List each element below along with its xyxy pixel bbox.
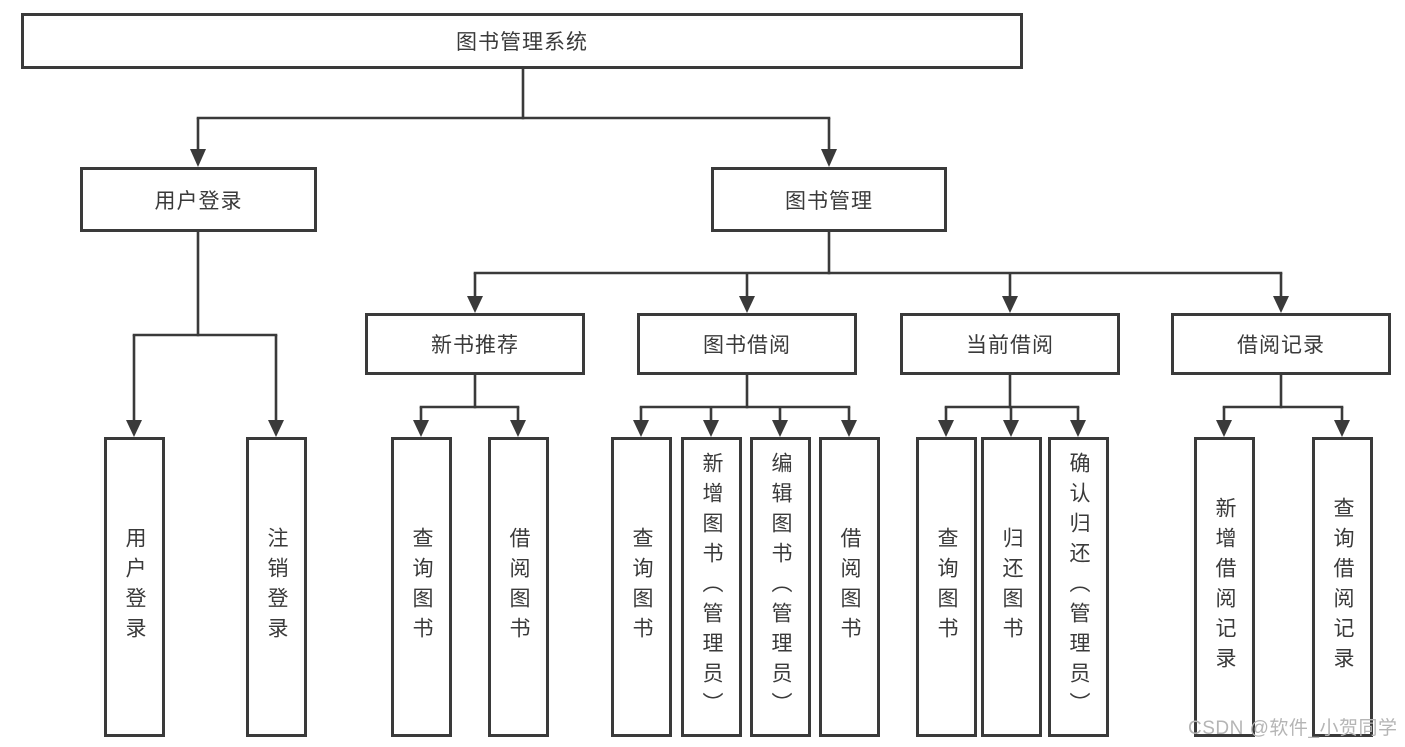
node-library-system-root: 图书管理系统 [21, 13, 1023, 69]
node-label: 归还图书 [1000, 527, 1023, 647]
leaf-return-books: 归还图书 [981, 437, 1042, 737]
leaf-user-login: 用户登录 [104, 437, 165, 737]
leaf-edit-books-admin: 编辑图书（管理员） [750, 437, 811, 737]
node-label: 新增图书（管理员） [700, 452, 723, 722]
node-label: 新增借阅记录 [1213, 497, 1236, 677]
node-label: 借阅图书 [838, 527, 861, 647]
node-label: 查询图书 [410, 527, 433, 647]
leaf-query-books-recommend: 查询图书 [391, 437, 452, 737]
leaf-query-books-current: 查询图书 [916, 437, 977, 737]
node-label: 图书管理系统 [456, 31, 588, 54]
node-label: 用户登录 [154, 189, 243, 213]
leaf-logout-login: 注销登录 [246, 437, 307, 737]
node-label: 注销登录 [265, 527, 288, 647]
node-label: 确认归还（管理员） [1067, 452, 1090, 722]
node-label: 查询图书 [630, 527, 653, 647]
node-borrow-record: 借阅记录 [1171, 313, 1391, 375]
node-label: 新书推荐 [431, 334, 519, 357]
node-current-borrow: 当前借阅 [900, 313, 1120, 375]
node-label: 编辑图书（管理员） [769, 452, 792, 722]
leaf-query-books-borrow: 查询图书 [611, 437, 672, 737]
node-label: 借阅图书 [507, 527, 530, 647]
leaf-add-borrow-record: 新增借阅记录 [1194, 437, 1255, 737]
node-label: 查询借阅记录 [1331, 497, 1354, 677]
node-label: 图书借阅 [703, 334, 791, 357]
leaf-borrow-books-recommend: 借阅图书 [488, 437, 549, 737]
node-label: 查询图书 [935, 527, 958, 647]
node-label: 当前借阅 [966, 334, 1054, 357]
leaf-confirm-return-admin: 确认归还（管理员） [1048, 437, 1109, 737]
node-label: 图书管理 [785, 189, 873, 213]
node-book-management: 图书管理 [711, 167, 947, 232]
leaf-add-books-admin: 新增图书（管理员） [681, 437, 742, 737]
node-book-borrow: 图书借阅 [637, 313, 857, 375]
node-user-login: 用户登录 [80, 167, 317, 232]
leaf-borrow-books: 借阅图书 [819, 437, 880, 737]
node-new-book-recommend: 新书推荐 [365, 313, 585, 375]
csdn-watermark: CSDN @软件_小贺同学 [1188, 718, 1398, 739]
node-label: 用户登录 [123, 527, 146, 647]
leaf-query-borrow-record: 查询借阅记录 [1312, 437, 1373, 737]
node-label: 借阅记录 [1237, 334, 1325, 357]
